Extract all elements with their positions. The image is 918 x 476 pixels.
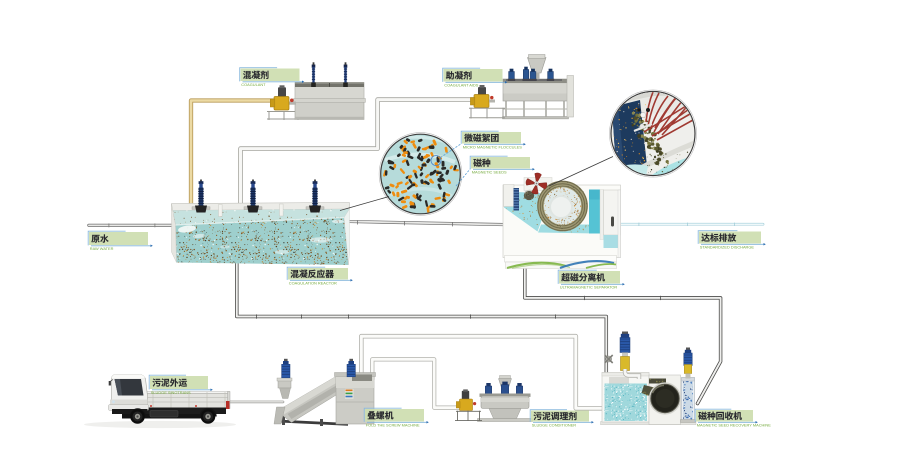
svg-text:COAGULANT AIDS: COAGULANT AIDS bbox=[444, 82, 478, 87]
svg-text:MICRO MAGNETIC FLOCCULES: MICRO MAGNETIC FLOCCULES bbox=[463, 144, 522, 149]
svg-text:COAGULANT: COAGULANT bbox=[241, 82, 266, 87]
svg-text:SLUDGE SINOTRANS: SLUDGE SINOTRANS bbox=[151, 390, 191, 395]
svg-text:SLUDGE CONDITIONER: SLUDGE CONDITIONER bbox=[532, 422, 577, 427]
svg-text:RAW WATER: RAW WATER bbox=[90, 246, 114, 251]
svg-text:ULTRAMAGNETIC SEPARATOR: ULTRAMAGNETIC SEPARATOR bbox=[560, 284, 618, 289]
svg-text:MAGNETIC SEEDS: MAGNETIC SEEDS bbox=[472, 169, 507, 174]
svg-text:FOLD THE SCREW MACHINE: FOLD THE SCREW MACHINE bbox=[366, 422, 420, 427]
svg-text:MAGNETIC SEED RECOVERY MACHINE: MAGNETIC SEED RECOVERY MACHINE bbox=[697, 422, 771, 427]
svg-text:STANDARDIZED DISCHARGE: STANDARDIZED DISCHARGE bbox=[700, 244, 755, 249]
svg-text:COAGULATION REACTOR: COAGULATION REACTOR bbox=[289, 280, 337, 285]
